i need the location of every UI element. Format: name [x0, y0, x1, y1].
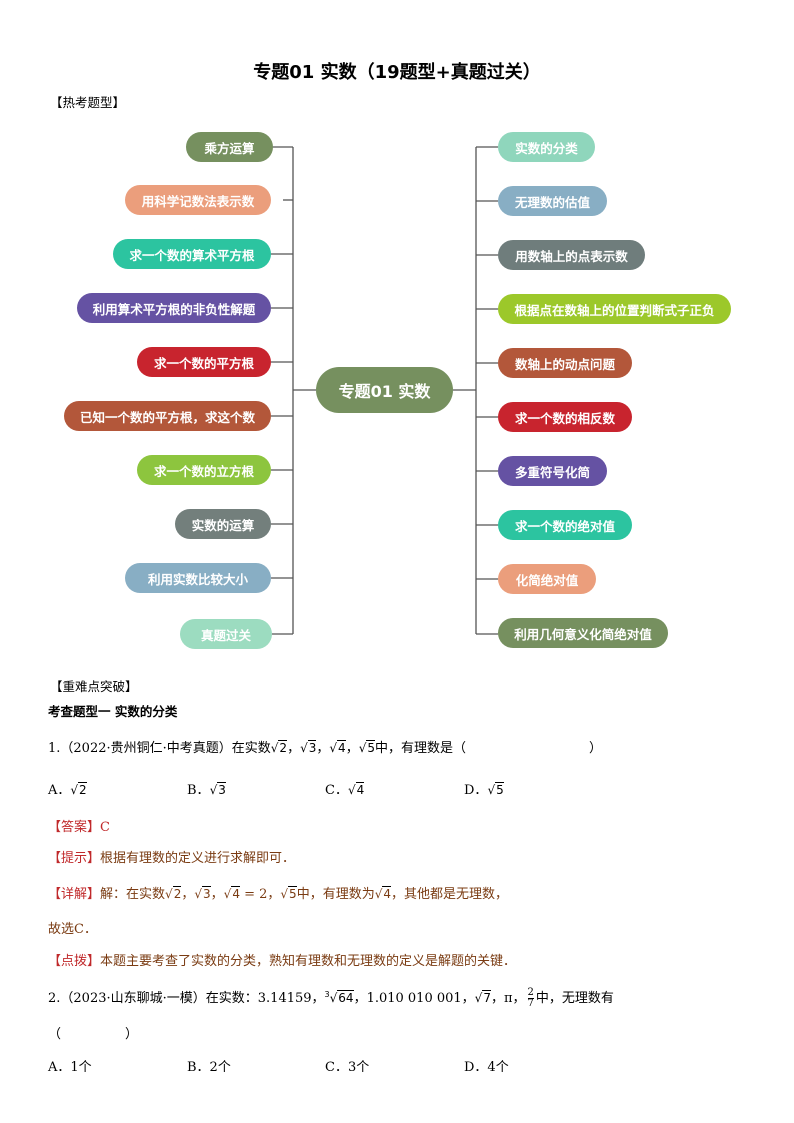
- sqrt-7: √7: [474, 990, 491, 1005]
- topic-node-classification: 实数的分类: [498, 132, 595, 162]
- q1-choose: 故选C．: [48, 922, 97, 937]
- q1-answer: 【答案】C: [48, 820, 110, 835]
- q1-option-a: A．√2: [48, 782, 87, 798]
- q2-option-b: B．2个: [187, 1060, 231, 1075]
- topic-node-cube-root: 求一个数的立方根: [137, 455, 271, 485]
- q1-detail: 【详解】解：在实数√2，√3，√4 = 2，√5中，有理数为√4，其他都是无理数…: [48, 886, 509, 902]
- cube-root-64: 3√64: [324, 990, 354, 1005]
- q1-option-d: D．√5: [464, 782, 504, 798]
- topic-node-absolute-value: 求一个数的绝对值: [498, 510, 632, 540]
- topic-node-moving-point: 数轴上的动点问题: [498, 348, 632, 378]
- sqrt-4: √4: [329, 740, 346, 755]
- topic-node-scientific-notation: 用科学记数法表示数: [125, 185, 271, 215]
- mindmap-center: 专题01 实数: [316, 367, 453, 413]
- hot-types-label: 【热考题型】: [50, 95, 126, 110]
- topic-node-exam-practice: 真题过关: [180, 619, 272, 649]
- topic-node-sign-judgement: 根据点在数轴上的位置判断式子正负: [498, 294, 731, 324]
- topic-node-square-root: 求一个数的平方根: [137, 347, 271, 377]
- topic-node-geometric-absolute: 利用几何意义化简绝对值: [498, 618, 668, 648]
- question-2-paren-open: （: [48, 1027, 62, 1042]
- sqrt-3: √3: [300, 740, 317, 755]
- topic-node-nonnegativity: 利用算术平方根的非负性解题: [77, 293, 271, 323]
- q1-hint: 【提示】根据有理数的定义进行求解即可．: [48, 851, 296, 866]
- topic-node-opposite-number: 求一个数的相反数: [498, 402, 632, 432]
- question-1-prefix: 1.（2022·贵州铜仁·中考真题）在实数: [48, 741, 271, 756]
- topic-node-number-line-points: 用数轴上的点表示数: [498, 240, 645, 270]
- q2-option-c: C．3个: [325, 1060, 370, 1075]
- q1-option-b: B．√3: [187, 782, 226, 798]
- question-1: 1.（2022·贵州铜仁·中考真题）在实数√2，√3，√4，√5中，有理数是（: [48, 740, 467, 756]
- key-points-label: 【重难点突破】: [50, 679, 138, 694]
- topic-node-irrational-estimation: 无理数的估值: [498, 186, 607, 216]
- q2-option-a: A．1个: [48, 1060, 92, 1075]
- sqrt-2: √2: [270, 740, 288, 755]
- q1-note: 【点拨】本题主要考查了实数的分类，熟知有理数和无理数的定义是解题的关键．: [48, 954, 517, 969]
- page-title: 专题01 实数（19题型+真题过关）: [253, 62, 541, 83]
- topic-node-arithmetic-square-root: 求一个数的算术平方根: [113, 239, 271, 269]
- question-2-paren-close: ）: [125, 1027, 139, 1042]
- topic-node-compare-size: 利用实数比较大小: [125, 563, 271, 593]
- topic-node-multiple-signs: 多重符号化简: [498, 456, 607, 486]
- question-1-close-paren: ）: [589, 741, 603, 756]
- topic-node-simplify-absolute: 化简绝对值: [498, 564, 596, 594]
- question-1-suffix: 中，有理数是（: [375, 741, 467, 756]
- question-2: 2.（2023·山东聊城·一模）在实数：3.14159，3√64，1.010 0…: [48, 987, 614, 1009]
- q2-option-d: D．4个: [464, 1060, 509, 1075]
- sqrt-5: √5: [358, 740, 375, 755]
- topic-node-real-number-operation: 实数的运算: [175, 509, 271, 539]
- topic-node-find-number-from-root: 已知一个数的平方根，求这个数: [64, 401, 271, 431]
- q1-option-c: C．√4: [325, 782, 365, 798]
- topic-node-power-operation: 乘方运算: [186, 132, 273, 162]
- type1-heading: 考查题型一 实数的分类: [48, 704, 178, 719]
- mindmap-connectors: [245, 146, 498, 635]
